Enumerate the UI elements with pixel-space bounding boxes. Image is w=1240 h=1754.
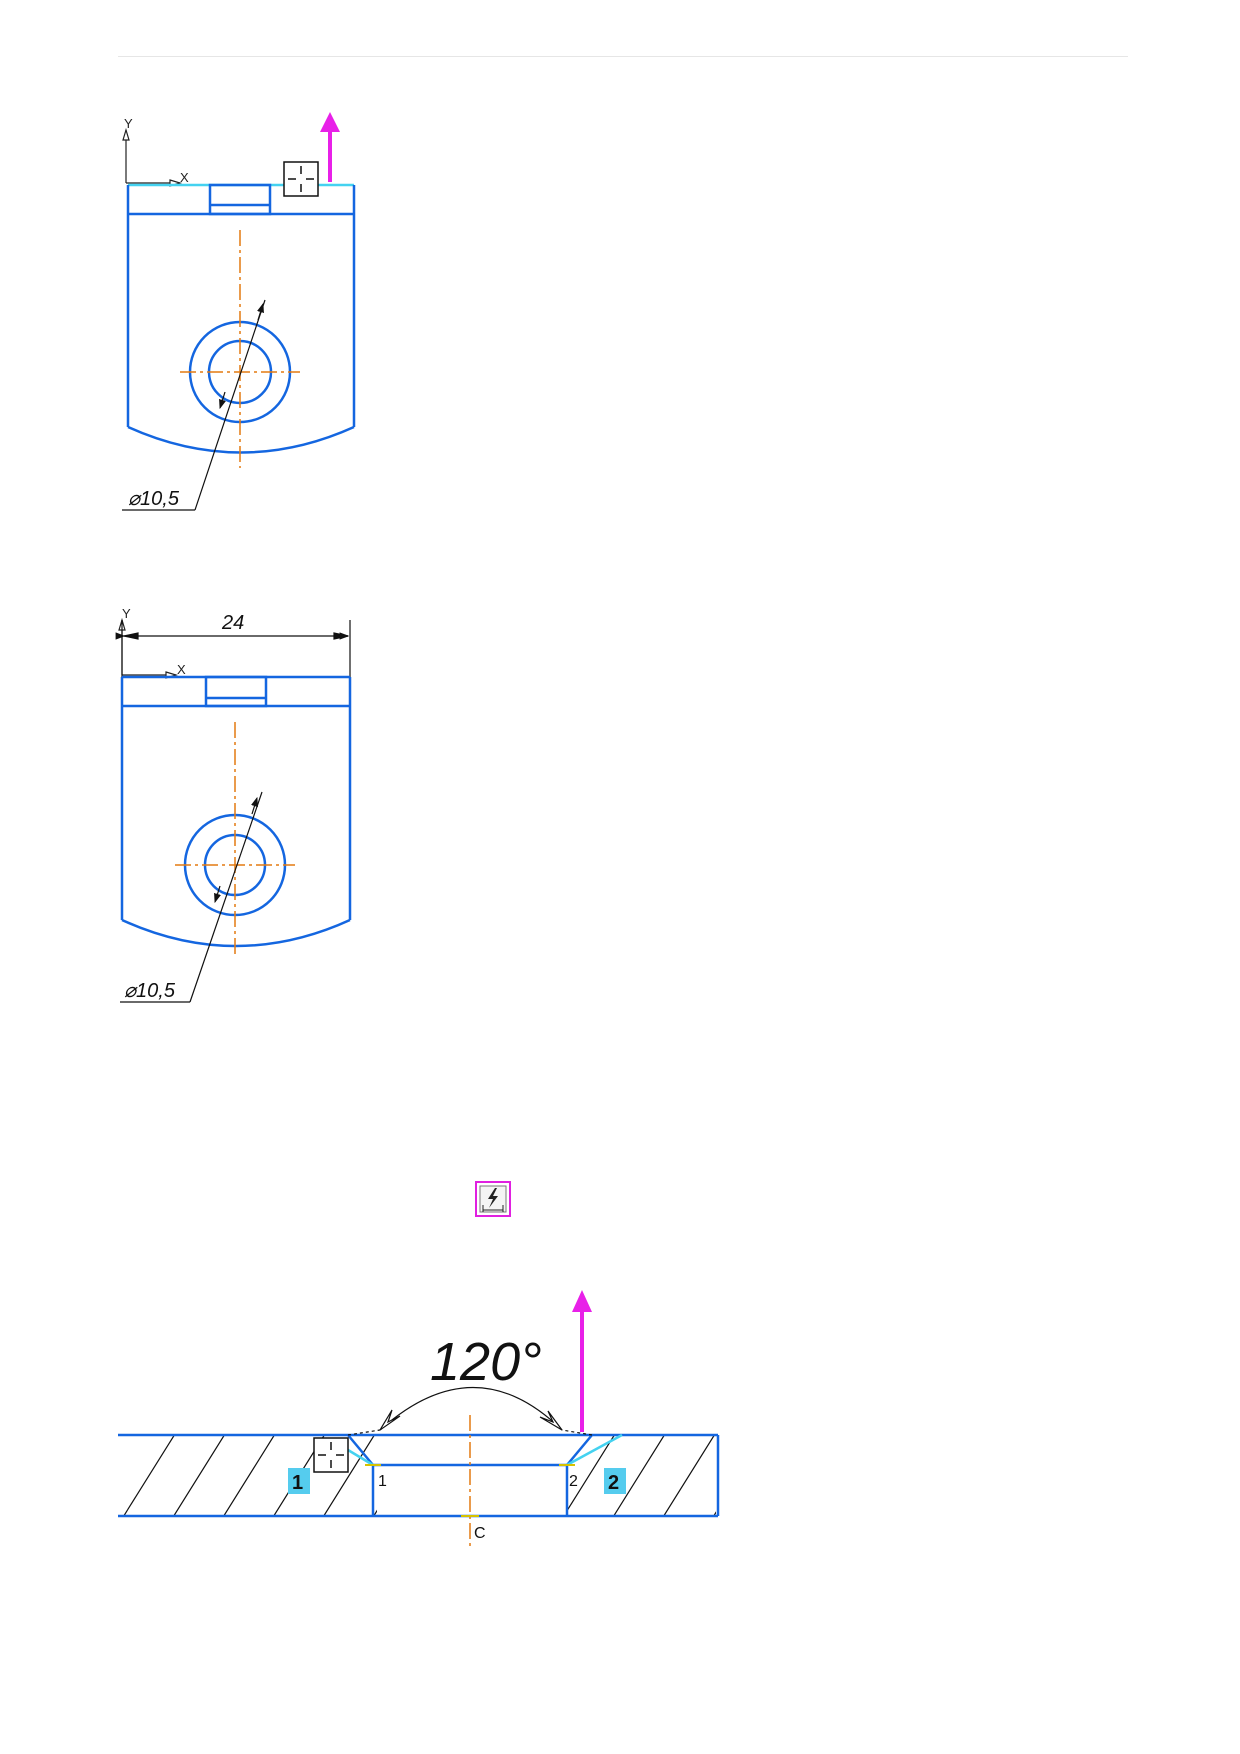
hole-diameter-dimension: ⌀10,5 xyxy=(124,980,176,1002)
part-contour xyxy=(126,183,356,454)
center-lines xyxy=(175,722,295,958)
drawing-2: Y X 24 xyxy=(115,606,352,1003)
axis-y-label: Y xyxy=(124,116,133,131)
diameter-leader xyxy=(122,299,266,511)
point-1-label: 1 xyxy=(378,1473,387,1490)
dimension-tool-icon[interactable] xyxy=(475,1181,511,1217)
badge-2-text: 2 xyxy=(608,1472,619,1494)
point-2-label: 2 xyxy=(569,1473,578,1490)
hole-diameter-dimension: ⌀10,5 xyxy=(128,488,180,510)
origin-marker-icon[interactable] xyxy=(283,161,319,197)
width-dimension-value: 24 xyxy=(221,612,244,634)
section-hatching-right xyxy=(567,1435,716,1516)
axis-x-label: X xyxy=(180,170,189,185)
point-markers xyxy=(365,1464,575,1517)
section-contour xyxy=(118,1433,720,1518)
axis-y-label: Y xyxy=(122,606,131,621)
direction-arrow-icon[interactable] xyxy=(320,112,340,182)
angle-dimension xyxy=(347,1386,593,1436)
badge-2[interactable]: 2 xyxy=(604,1468,626,1494)
center-lines xyxy=(180,230,300,468)
width-dimension xyxy=(115,620,351,677)
part-contour xyxy=(120,675,352,948)
badge-1[interactable]: 1 xyxy=(288,1468,310,1494)
highlighted-edges xyxy=(347,1433,623,1467)
lightning-dimension-glyph xyxy=(479,1185,507,1213)
coordinate-axes xyxy=(122,127,183,187)
angle-dimension-value: 120° xyxy=(430,1332,542,1392)
diameter-leader xyxy=(120,791,263,1003)
direction-arrow-icon[interactable] xyxy=(572,1290,592,1432)
drawing-3: 120° 1 2 C 1 2 xyxy=(118,1290,720,1550)
top-divider xyxy=(118,56,1128,57)
origin-marker-icon[interactable] xyxy=(313,1437,349,1473)
coordinate-axes xyxy=(118,617,179,679)
point-c-label: C xyxy=(474,1525,486,1542)
axis-x-label: X xyxy=(177,662,186,677)
drawing-1: Y X ⌀10,5 xyxy=(122,112,356,511)
badge-1-text: 1 xyxy=(292,1472,303,1494)
